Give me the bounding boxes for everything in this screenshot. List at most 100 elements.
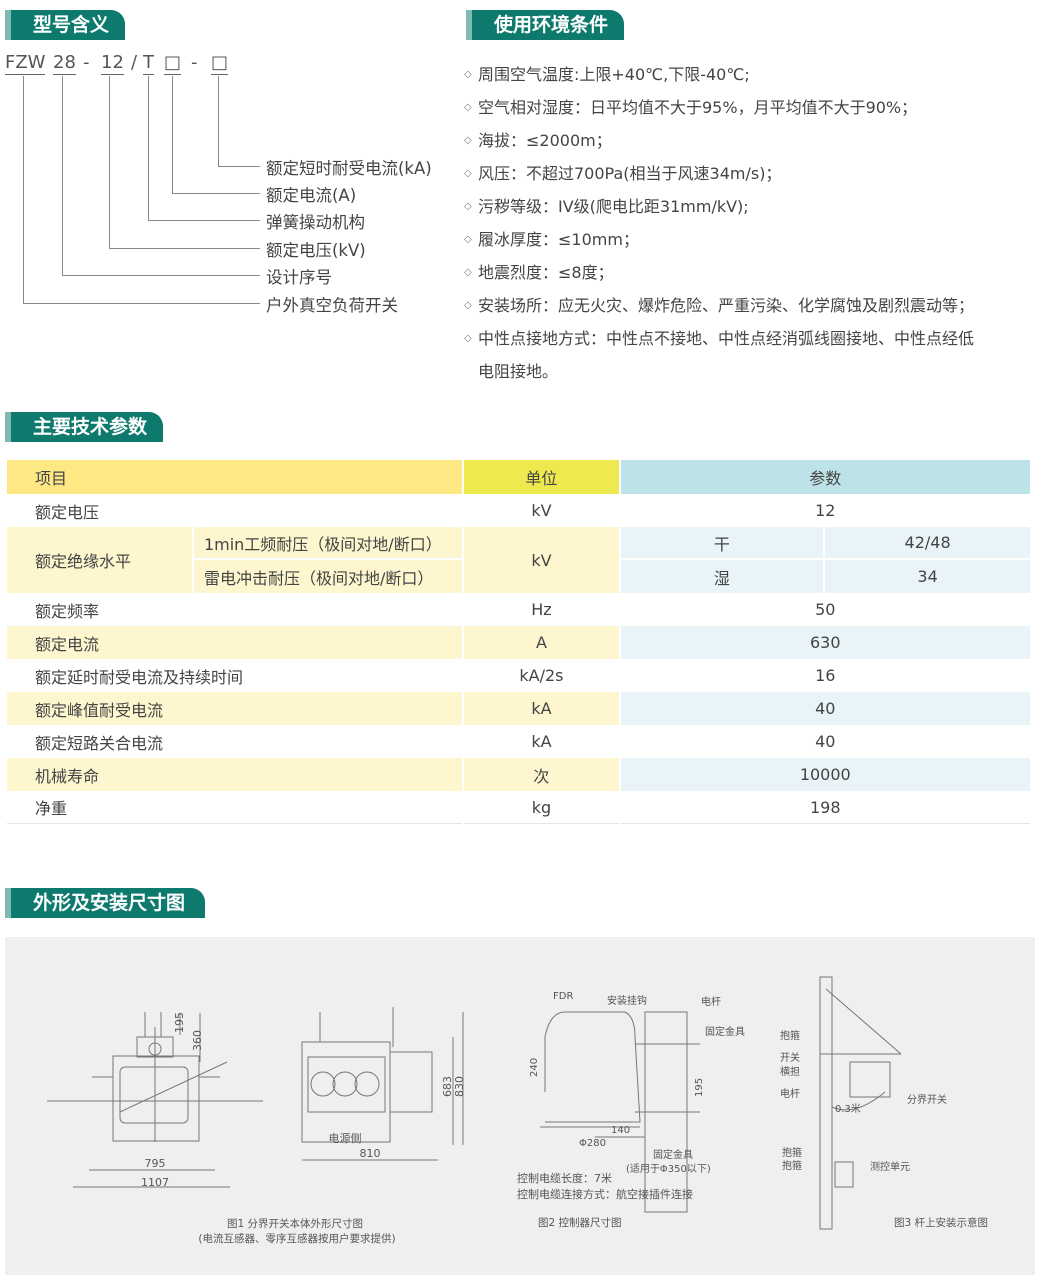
- text-label: 固定金具: [705, 1025, 745, 1038]
- code-slash: /: [131, 52, 138, 73]
- env-item: 地震烈度：≤8度；: [464, 256, 974, 289]
- env-item: 风压：不超过700Pa(相当于风速34m/s)；: [464, 157, 974, 190]
- text-label: 横担: [780, 1065, 800, 1078]
- table-header: 项目 单位 参数: [7, 460, 1030, 494]
- text-label: 12: [815, 501, 836, 520]
- section-title-dims: 外形及安装尺寸图: [5, 888, 205, 918]
- text-label: 湿: [620, 560, 824, 593]
- text-label: 电杆: [780, 1087, 800, 1100]
- text-label: 630: [620, 626, 1030, 659]
- fig2-caption: 图2 控制器尺寸图: [538, 1216, 622, 1229]
- label-power-side: 电源侧: [329, 1131, 362, 1145]
- code-current: □: [164, 52, 182, 75]
- section-title-env: 使用环境条件: [466, 10, 624, 40]
- env-item: 周围空气温度:上限+40℃,下限-40℃;: [464, 58, 974, 91]
- header-value: 参数: [620, 460, 1030, 494]
- text-label: 198: [620, 791, 1030, 824]
- code-mechanism: T: [143, 52, 154, 75]
- text-label: 16: [815, 666, 836, 685]
- fig3-caption: 图3 杆上安装示意图: [894, 1216, 988, 1229]
- text-label: 195: [694, 1078, 705, 1097]
- text-label: (适用于Φ350以下): [626, 1163, 711, 1175]
- env-item-cont: 电阻接地。: [478, 362, 559, 381]
- env-item: 海拔：≤2000m；: [464, 124, 974, 157]
- dim-810: 810: [360, 1147, 381, 1160]
- legend-rated-current: 额定电流(A): [266, 186, 357, 205]
- text-label: 机械寿命: [7, 758, 463, 791]
- legend-design: 设计序号: [266, 268, 332, 287]
- text-label: 次: [464, 758, 619, 791]
- text-label: 34: [825, 560, 1030, 593]
- legend-short-current: 额定短时耐受电流(kA): [266, 159, 432, 178]
- text-label: 测控单元: [870, 1160, 910, 1173]
- section-title-model: 型号含义: [5, 10, 125, 40]
- text-label: kV: [531, 501, 552, 520]
- header-unit: 单位: [464, 460, 619, 494]
- text-label: 1min工频耐压（极间对地/断口）: [193, 527, 463, 560]
- text-label: 雷电冲击耐压（极间对地/断口）: [193, 560, 463, 593]
- env-item: 中性点接地方式：中性点不接地、中性点经消弧线圈接地、中性点经低: [464, 322, 974, 355]
- text-label: 50: [815, 600, 836, 619]
- text-label: kg: [464, 791, 619, 824]
- dim-830: 830: [453, 1076, 466, 1097]
- table-row: 额定延时耐受电流及持续时间 kA/2s 16: [7, 659, 1030, 692]
- text-label: 额定频率: [35, 601, 100, 621]
- table-row: 额定频率 Hz 50: [7, 593, 1030, 626]
- cable-length: 控制电缆长度：7米: [517, 1171, 612, 1185]
- text-label: Φ280: [579, 1138, 606, 1149]
- legend-type: 户外真空负荷开关: [266, 296, 398, 315]
- text-label: FDR: [553, 991, 573, 1002]
- text-label: kA: [464, 692, 619, 725]
- text-label: 额定短路关合电流: [35, 733, 164, 753]
- text-label: 额定绝缘水平: [7, 527, 192, 593]
- text-label: 电杆: [701, 995, 721, 1008]
- dim-360: 360: [191, 1030, 204, 1051]
- dim-795: 795: [145, 1157, 166, 1170]
- code-design: 28: [53, 52, 76, 75]
- text-label: 0.3米: [835, 1102, 861, 1115]
- env-item: 履冰厚度：≤10mm；: [464, 223, 974, 256]
- text-label: 抱箍: [780, 1029, 800, 1042]
- header-item: 项目: [7, 460, 463, 494]
- fig1-note: (电流互感器、零序互感器按用户要求提供): [198, 1232, 395, 1245]
- code-dash: -: [83, 52, 90, 73]
- code-short-current: □: [211, 52, 229, 75]
- text-label: 抱箍: [782, 1146, 802, 1159]
- text-label: Hz: [531, 600, 552, 619]
- text-label: 额定峰值耐受电流: [7, 692, 463, 725]
- env-item: 安装场所：应无火灾、爆炸危险、严重污染、化学腐蚀及剧烈震动等；: [464, 289, 974, 322]
- text-label: 240: [529, 1058, 540, 1077]
- legend-voltage: 额定电压(kV): [266, 241, 366, 260]
- text-label: 额定延时耐受电流及持续时间: [35, 667, 244, 687]
- legend-mechanism: 弹簧操动机构: [266, 213, 365, 232]
- text-label: kA: [531, 732, 552, 751]
- fig1-side-view: [301, 1007, 464, 1161]
- code-series: FZW: [5, 52, 46, 75]
- section-title-tech: 主要技术参数: [5, 412, 163, 442]
- fig1-caption: 图1 分界开关本体外形尺寸图: [227, 1217, 363, 1230]
- text-label: 抱箍: [782, 1159, 802, 1172]
- text-label: 固定金具: [653, 1148, 693, 1161]
- fig2-controller: [540, 1011, 700, 1213]
- text-label: 净重: [7, 791, 463, 824]
- text-label: A: [464, 626, 619, 659]
- dim-195: 195: [173, 1012, 186, 1033]
- dim-1107: 1107: [141, 1176, 169, 1189]
- text-label: kA/2s: [519, 666, 564, 685]
- env-conditions-list: 周围空气温度:上限+40℃,下限-40℃; 空气相对湿度：日平均值不大于95%，…: [464, 58, 974, 388]
- text-label: kV: [464, 527, 619, 593]
- dim-683: 683: [441, 1076, 454, 1097]
- fig1-front-view: [47, 1012, 263, 1188]
- text-label: 140: [611, 1125, 630, 1136]
- text-label: 安装挂钩: [607, 994, 647, 1007]
- env-item: 空气相对湿度：日平均值不大于95%，月平均值不大于90%；: [464, 91, 974, 124]
- text-label: 干: [620, 527, 824, 560]
- dimension-drawings: 795 1107 195 360 电源侧 810 683 830 图1 分界开关…: [5, 937, 1035, 1275]
- text-label: 额定电流: [7, 626, 463, 659]
